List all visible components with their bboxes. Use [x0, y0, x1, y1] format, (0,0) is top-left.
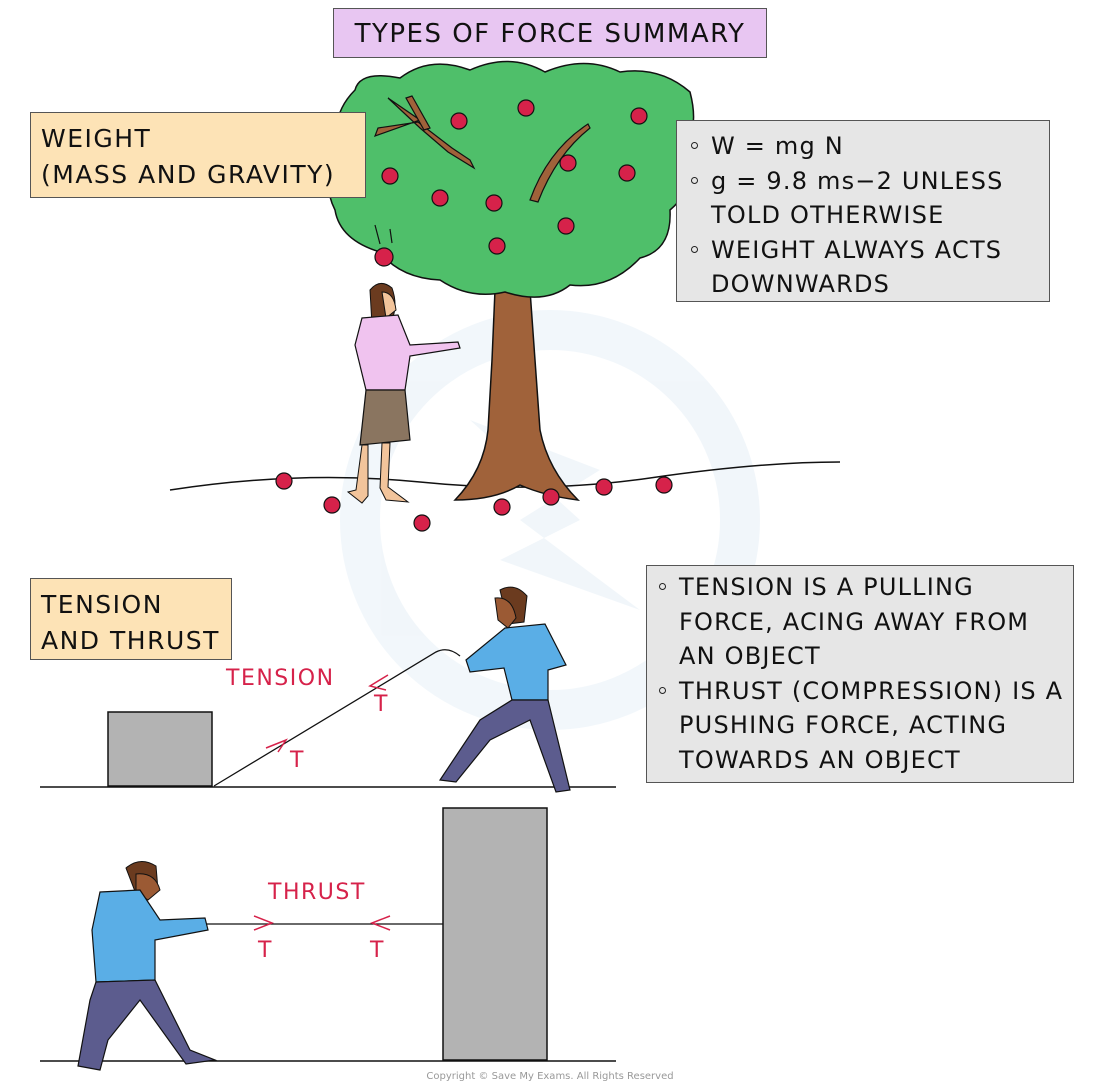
thrust-symbol-left: T [258, 938, 272, 963]
tree-canopy [327, 60, 695, 298]
thrust-symbol-right: T [370, 938, 384, 963]
tension-symbol-upper: T [374, 692, 388, 717]
page-title: TYPES OF FORCE SUMMARY [333, 8, 767, 58]
man-pulling [438, 586, 571, 793]
block-tension [107, 711, 213, 787]
tree-trunk [453, 289, 581, 502]
weight-point: W = mg N [683, 129, 1043, 164]
weight-label-box: WEIGHT (MASS AND GRAVITY) [30, 112, 366, 198]
tension-label-line2: AND THRUST [41, 626, 220, 655]
weight-point: g = 9.8 ms−2 UNLESS TOLD OTHERWISE [683, 164, 1043, 233]
tension-thrust-info-box: TENSION IS A PULLING FORCE, ACING AWAY F… [646, 565, 1074, 783]
tension-symbol-lower: T [290, 748, 304, 773]
weight-label-line2: (MASS AND GRAVITY) [41, 160, 336, 189]
rope-tension [213, 649, 461, 787]
ground-line [169, 461, 841, 491]
tension-thrust-label-box: TENSION AND THRUST [30, 578, 232, 660]
tension-point: TENSION IS A PULLING FORCE, ACING AWAY F… [651, 570, 1069, 674]
weight-info-box: W = mg N g = 9.8 ms−2 UNLESS TOLD OTHERW… [676, 120, 1050, 302]
weight-point: WEIGHT ALWAYS ACTS DOWNWARDS [683, 233, 1043, 302]
apples [275, 99, 673, 532]
tension-label-line1: TENSION [41, 590, 163, 619]
tension-label: TENSION [226, 666, 335, 691]
falling-lines [374, 224, 393, 245]
woman-figure [346, 283, 461, 504]
tension-arrows [265, 674, 389, 753]
weight-label-line1: WEIGHT [41, 124, 152, 153]
thrust-arrows [253, 915, 391, 931]
thrust-point: THRUST (COMPRESSION) IS A PUSHING FORCE,… [651, 674, 1069, 778]
thrust-label: THRUST [268, 880, 366, 905]
copyright-notice: Copyright © Save My Exams. All Rights Re… [426, 1071, 674, 1082]
man-pushing [77, 861, 218, 1071]
block-thrust [442, 807, 548, 1061]
